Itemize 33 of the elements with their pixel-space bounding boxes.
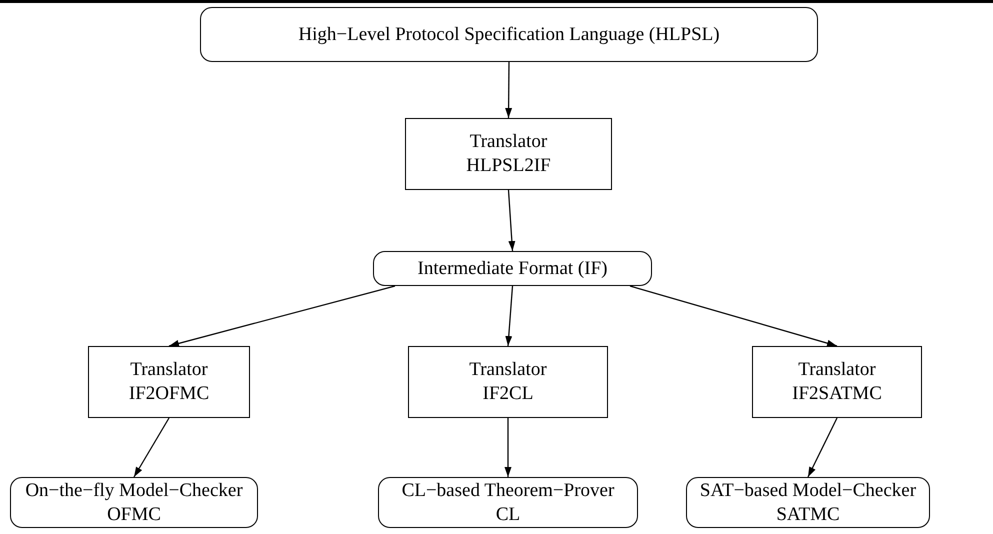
- node-text: SAT−based Model−Checker: [700, 478, 916, 502]
- node-text: Intermediate Format (IF): [418, 256, 608, 280]
- process-box: [405, 118, 612, 190]
- rounded-box: [373, 251, 652, 286]
- arrow: [807, 418, 838, 478]
- arrow: [630, 285, 838, 347]
- rounded-box: [378, 477, 638, 528]
- rounded-box: [200, 7, 818, 62]
- node-text: SATMC: [776, 502, 840, 526]
- node-text: Translator: [130, 358, 208, 382]
- rounded-box: [10, 477, 258, 528]
- process-box: [408, 346, 608, 418]
- arrow: [508, 190, 516, 252]
- node-text: On−the−fly Model−Checker: [25, 478, 243, 502]
- node-text: Translator: [470, 130, 548, 154]
- node-text: IF2SATMC: [792, 382, 882, 406]
- arrow: [505, 62, 512, 118]
- arrow: [505, 286, 514, 346]
- node-text: Translator: [469, 358, 547, 382]
- node-text: HLPSL2IF: [466, 154, 551, 178]
- node-text: Translator: [798, 358, 876, 382]
- node-text: IF2CL: [482, 382, 534, 406]
- process-box: [88, 346, 250, 418]
- node-text: IF2OFMC: [128, 382, 210, 406]
- node-text: CL−based Theorem−Prover: [402, 478, 614, 502]
- node-text: OFMC: [107, 502, 161, 526]
- rounded-box: [686, 477, 930, 528]
- arrow: [504, 418, 512, 477]
- node-text: CL: [496, 502, 520, 526]
- process-box: [752, 346, 922, 418]
- arrow: [168, 285, 396, 347]
- arrow: [133, 418, 170, 478]
- node-text: High−Level Protocol Specification Language (HLPSL): [298, 22, 720, 46]
